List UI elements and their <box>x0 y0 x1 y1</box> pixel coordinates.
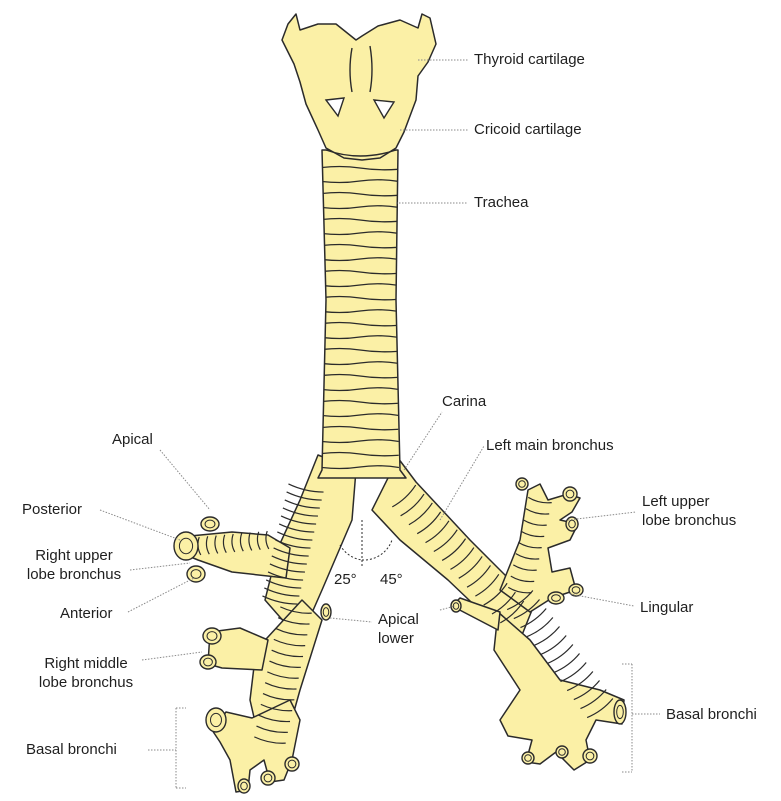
bronchus-opening <box>203 628 221 644</box>
bronchial-ring <box>547 644 573 663</box>
label-posterior: Posterior <box>22 500 82 519</box>
bronchial-ring <box>540 635 566 654</box>
bronchus-opening <box>516 478 528 490</box>
label-left-upper-lobe-bronchus: Left upper lobe bronchus <box>642 492 736 530</box>
label-right-upper-lobe-bronchus: Right upper lobe bronchus <box>8 546 140 584</box>
bronchus-opening <box>285 757 299 771</box>
bronchus-opening <box>321 604 331 620</box>
right-angle-label: 25° <box>334 571 357 588</box>
bronchus-opening <box>583 749 597 763</box>
bronchial-ring <box>560 662 586 681</box>
bronchus-opening <box>556 746 568 758</box>
bronchus-opening <box>206 708 226 732</box>
label-basal-bronchi-left-side: Basal bronchi <box>26 740 117 759</box>
bronchus-opening <box>548 592 564 604</box>
bronchus-opening <box>238 779 250 793</box>
bronchus-opening <box>522 752 534 764</box>
label-trachea: Trachea <box>474 193 528 212</box>
label-apical-lower: Apical lower <box>378 610 419 648</box>
label-thyroid-cartilage: Thyroid cartilage <box>474 50 585 69</box>
label-anterior: Anterior <box>60 604 113 623</box>
bronchus-opening <box>201 517 219 531</box>
bronchial-ring <box>554 653 580 672</box>
bronchus-opening <box>563 487 577 501</box>
label-right-middle-lobe-bronchus: Right middle lobe bronchus <box>20 654 152 692</box>
label-apical: Apical <box>112 430 153 449</box>
bronchial-ring <box>527 617 553 636</box>
bronchus-opening <box>187 566 205 582</box>
label-cricoid-cartilage: Cricoid cartilage <box>474 120 582 139</box>
label-carina: Carina <box>442 392 486 411</box>
bronchus-opening <box>200 655 216 669</box>
bronchial-ring <box>534 626 560 645</box>
label-left-main-bronchus: Left main bronchus <box>486 436 614 455</box>
left-angle-label: 45° <box>380 571 403 588</box>
label-basal-bronchi-right-side: Basal bronchi <box>666 705 757 724</box>
bronchus-opening <box>174 532 198 560</box>
bronchus-opening <box>451 600 461 612</box>
bronchus-opening <box>614 700 626 724</box>
bronchus-opening <box>261 771 275 785</box>
thyroid-cartilage <box>282 14 436 160</box>
label-lingular: Lingular <box>640 598 693 617</box>
